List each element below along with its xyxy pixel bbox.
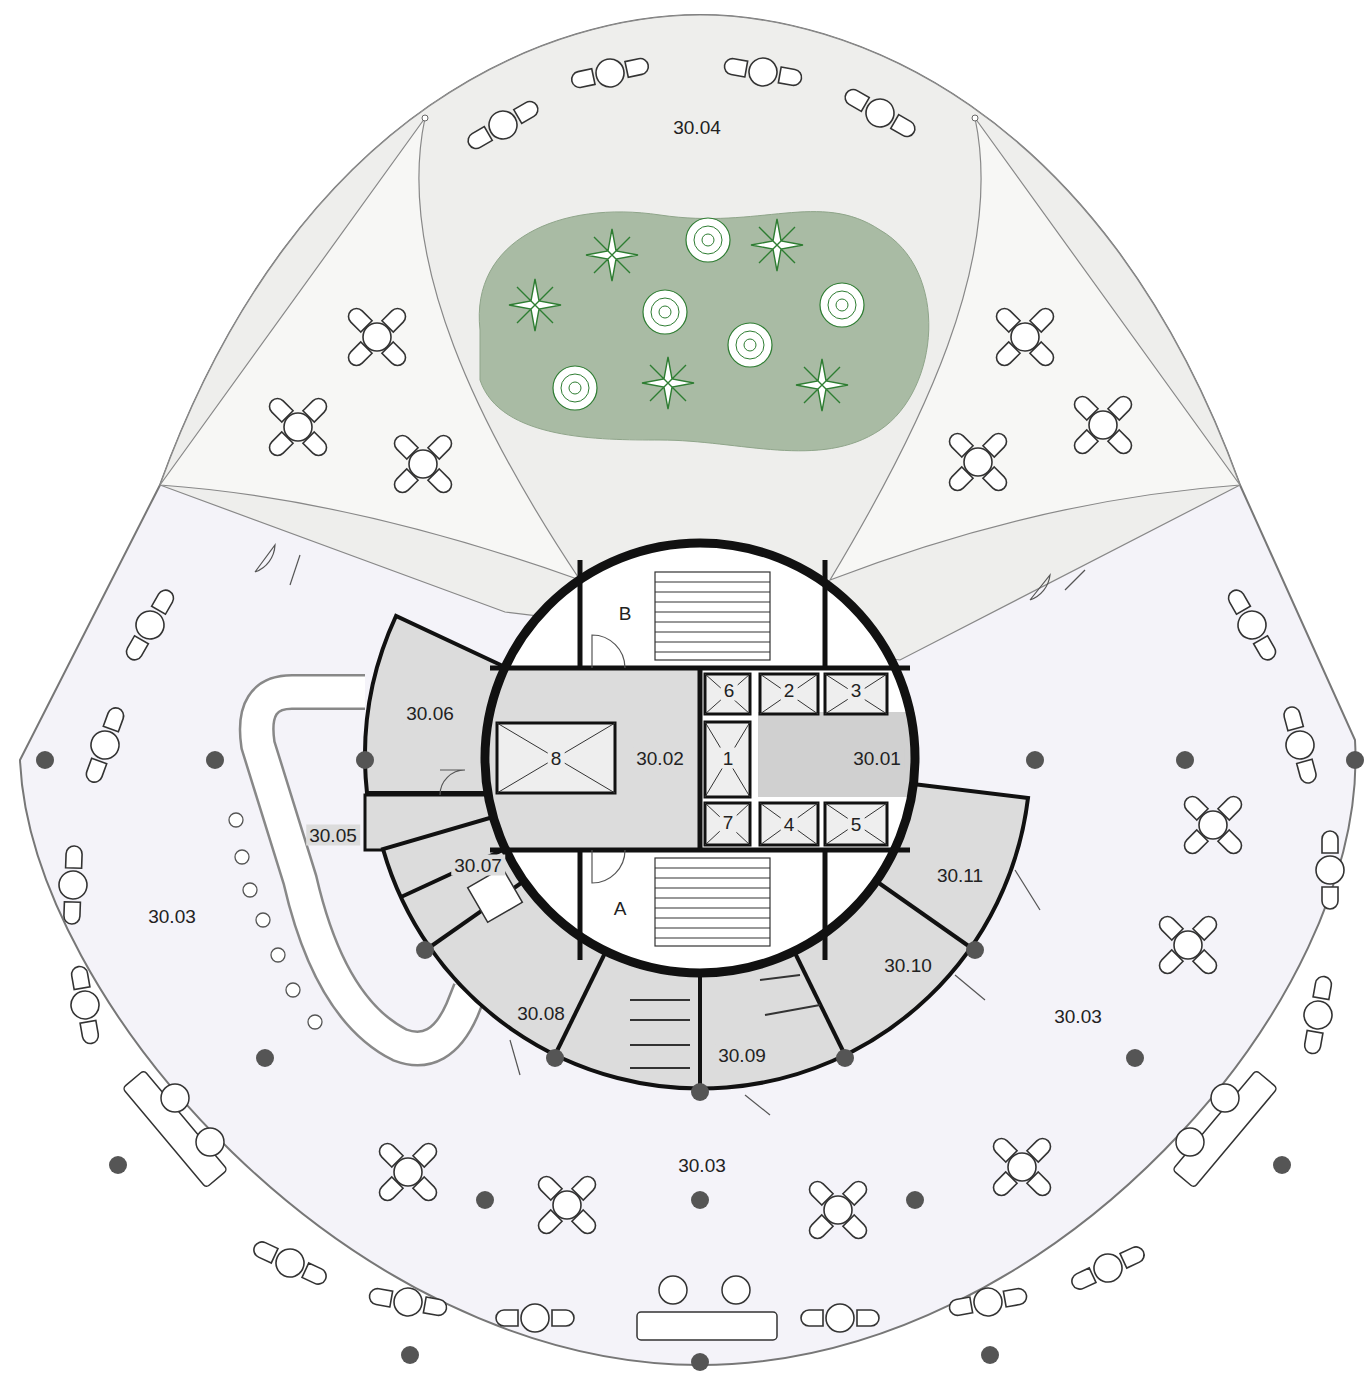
elevator-number: 5	[848, 814, 865, 835]
elevator-number: 4	[781, 814, 798, 835]
room-number: 30.02	[633, 748, 687, 769]
room-number: 30.06	[403, 703, 457, 724]
stair-label: B	[616, 603, 635, 624]
room-number: 30.01	[850, 748, 904, 769]
stair-label: A	[611, 898, 630, 919]
room-number: 30.03	[675, 1155, 729, 1176]
elevator-number: 1	[720, 748, 737, 769]
room-number: 30.05	[306, 825, 360, 846]
elevator-number: 6	[721, 680, 738, 701]
elevator-number: 3	[848, 680, 865, 701]
room-number: 30.04	[670, 117, 724, 138]
room-number: 30.10	[881, 955, 935, 976]
room-number: 30.08	[514, 1003, 568, 1024]
elevator-number: 8	[548, 748, 565, 769]
elevator-number: 7	[720, 812, 737, 833]
room-number: 30.03	[145, 906, 199, 927]
room-number: 30.11	[934, 865, 986, 886]
room-number: 30.09	[715, 1045, 769, 1066]
room-number: 30.03	[1051, 1006, 1105, 1027]
elevator-number: 2	[781, 680, 798, 701]
room-number: 30.07	[451, 855, 505, 876]
